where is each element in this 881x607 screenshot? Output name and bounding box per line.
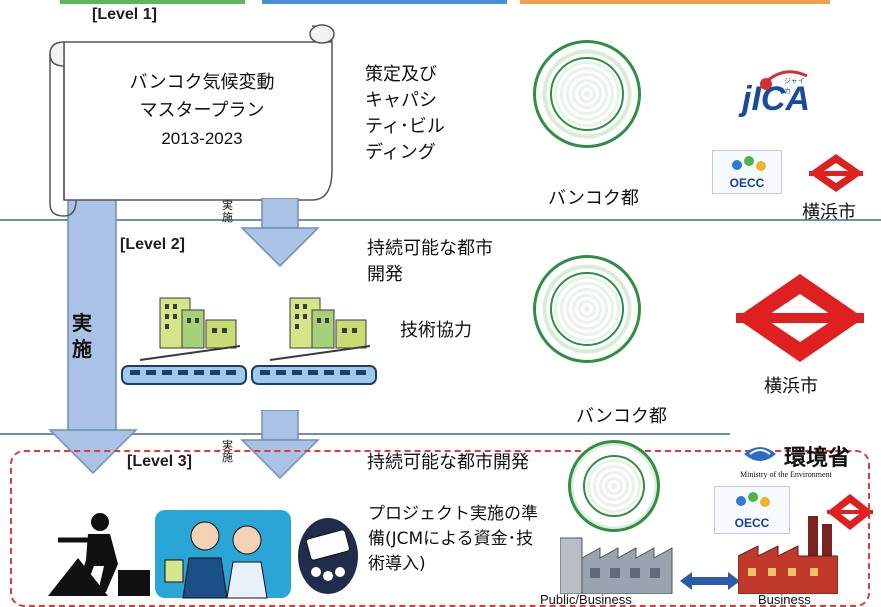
- moe-emblem-icon: [744, 447, 776, 461]
- level-1-description: 策定及び キャパシ ティ･ビル ディング: [365, 62, 445, 166]
- level-2-description: 持続可能な都市 開発: [367, 236, 493, 288]
- business-factory-icon: [738, 516, 838, 594]
- public-business-factory-icon: [560, 537, 673, 594]
- jica-logo-small-text: ジャイカ: [784, 77, 805, 95]
- arrow-label-char: 施: [222, 211, 233, 224]
- separator-line-2: [0, 433, 730, 435]
- tab-strip-orange: [520, 0, 830, 4]
- scroll-title-line-2: マスタープラン: [139, 100, 265, 121]
- tab-strip-blue: [262, 0, 507, 4]
- level-2-description-line: 持続可能な都市: [367, 238, 493, 259]
- jica-logo-text: jICA: [742, 80, 810, 118]
- vertical-arrow: [48, 185, 138, 475]
- arrow-label-char: 実: [222, 199, 233, 212]
- vertical-arrow-char: 施: [72, 337, 92, 361]
- level-2-description-line: 開発: [367, 264, 403, 285]
- level-3-description: 持続可能な都市開発: [367, 452, 529, 473]
- tech-cooperation-label: 技術協力: [400, 320, 472, 341]
- oecc-dots-icon: [732, 156, 766, 171]
- separator-line-1: [0, 219, 881, 221]
- bangkok-seal-inner: [550, 57, 624, 131]
- vertical-arrow-char: 実: [72, 311, 92, 335]
- level-1-description-line: キャパシ: [365, 90, 437, 111]
- yokohama-logo-large: [736, 274, 864, 362]
- bangkok-seal-logo: [533, 40, 641, 148]
- down-arrow-level-3: [240, 410, 320, 480]
- project-preparation-text: プロジェクト実施の準 備(JCMによる資金･技 術導入): [368, 502, 538, 577]
- arrow-label-level-3: 実 施: [222, 440, 233, 464]
- bangkok-seal-inner: [550, 272, 624, 346]
- level-1-description-line: 策定及び: [365, 64, 437, 85]
- project-preparation-line: プロジェクト実施の準: [368, 504, 538, 524]
- down-arrow-level-2: [240, 198, 320, 268]
- yokohama-label-level-1: 横浜市: [802, 202, 856, 223]
- arrow-label-level-2: 実 施: [222, 200, 233, 224]
- level-1-description-line: ティ･ビル: [365, 116, 445, 137]
- construction-worker-icon: [48, 513, 150, 596]
- vertical-arrow-label: 実 施: [72, 310, 92, 362]
- jica-logo: jICA ジャイカ: [742, 70, 810, 119]
- yokohama-label-level-2: 横浜市: [764, 376, 818, 397]
- bangkok-seal-inner: [583, 455, 645, 517]
- tab-strip-green: [60, 0, 245, 4]
- oecc-logo-level-1: OECC: [712, 150, 782, 194]
- level-1-description-line: ディング: [365, 142, 436, 163]
- project-preparation-line: 備(JCMによる資金･技: [368, 529, 534, 549]
- scroll-banner: [49, 24, 335, 217]
- oecc-logo-text: OECC: [729, 176, 765, 190]
- yokohama-logo-level-3: [827, 494, 873, 530]
- moe-logo-subtext: Ministry of the Environment: [740, 470, 832, 479]
- oecc-logo-text: OECC: [734, 516, 770, 530]
- project-preparation-line: 術導入): [368, 554, 426, 574]
- oecc-dots-icon: [736, 492, 770, 507]
- level-3-label: [Level 3]: [127, 453, 192, 470]
- double-arrow-icon: [680, 572, 740, 590]
- bangkok-seal-logo-level-3: [568, 440, 660, 532]
- oecc-logo-level-3: OECC: [714, 486, 790, 534]
- scroll-title-line-1: バンコク気候変動: [129, 72, 275, 93]
- bangkok-seal-logo-level-2: [533, 255, 641, 363]
- jica-swirl-icon: [760, 70, 808, 90]
- business-label: Business: [758, 592, 811, 607]
- level-1-label: [Level 1]: [92, 6, 157, 23]
- business-people-icon: [155, 510, 291, 599]
- arrow-label-char: 施: [222, 451, 233, 464]
- moe-logo-text: 環境省: [784, 446, 851, 471]
- scroll-years: 2013-2023: [161, 129, 243, 148]
- bangkok-label-level-2: バンコク都: [576, 406, 667, 427]
- city-train-illustration-1: [121, 297, 247, 385]
- level-2-label: [Level 2]: [120, 236, 185, 253]
- city-train-illustration-2: [251, 297, 377, 385]
- yokohama-logo-small: [809, 154, 863, 192]
- arrow-label-char: 実: [222, 439, 233, 452]
- public-business-label: Public/Business: [540, 592, 632, 607]
- money-icon: [298, 518, 358, 594]
- bangkok-label-level-1: バンコク都: [548, 188, 639, 209]
- level-3-dashed-box: [10, 450, 870, 607]
